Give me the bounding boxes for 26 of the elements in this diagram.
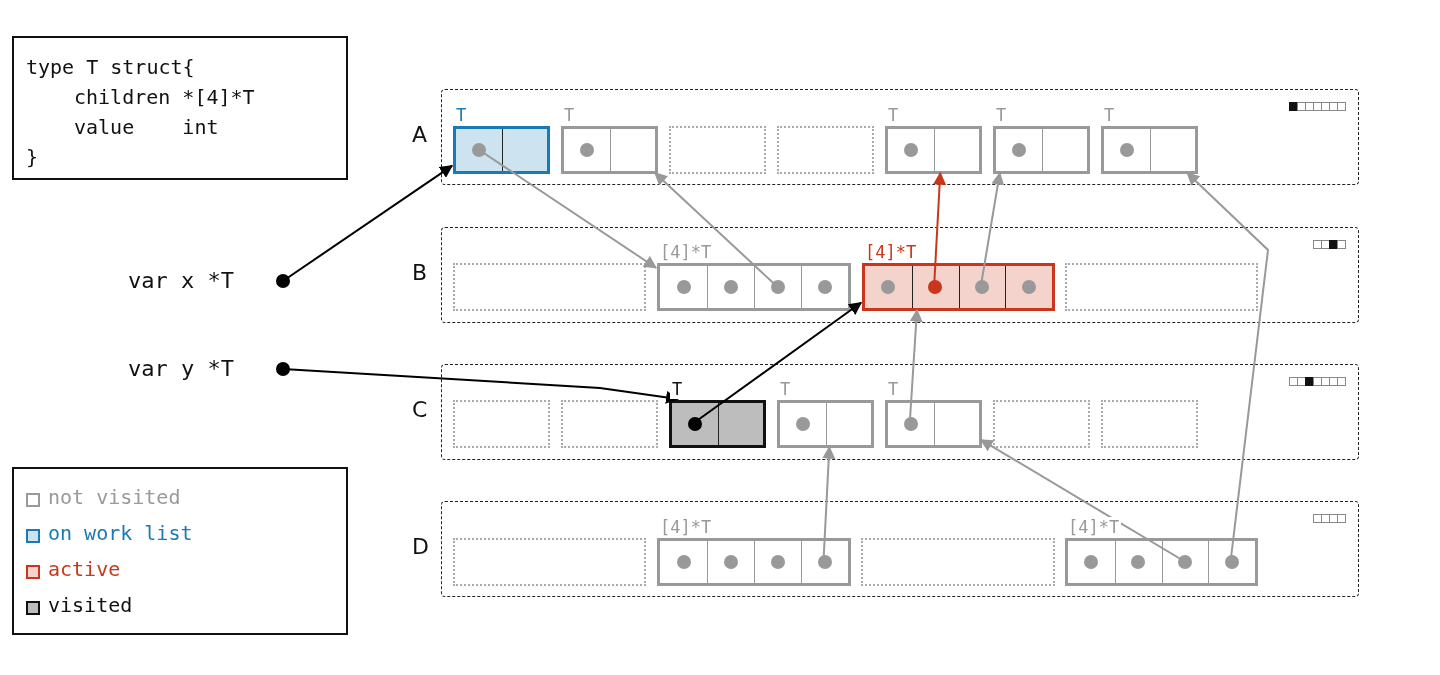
legend-label: active (48, 557, 121, 581)
code-line: value int (73, 114, 220, 141)
legend-label: on work list (48, 521, 193, 545)
code-box (12, 36, 348, 180)
free-slot (453, 400, 550, 448)
legend-label: not visited (48, 485, 181, 509)
span-label: D (412, 534, 429, 559)
free-slot (453, 538, 646, 586)
free-slot (1065, 263, 1258, 311)
span-label: C (412, 397, 428, 422)
free-slot (561, 400, 658, 448)
code-line: type T struct{ (26, 54, 196, 81)
variable-text: var x *T (128, 268, 234, 293)
legend-label: visited (48, 593, 133, 617)
code-line: } (26, 144, 40, 171)
free-slot (1101, 400, 1198, 448)
free-slot (777, 126, 874, 174)
free-slot (993, 400, 1090, 448)
type-label: T (670, 379, 685, 399)
span-label: B (412, 260, 428, 285)
free-slot (453, 263, 646, 311)
variable-text: var y *T (128, 356, 234, 381)
free-slot (861, 538, 1055, 586)
code-line: children *[4]*T (73, 84, 256, 111)
span-label: A (412, 122, 428, 147)
free-slot (669, 126, 766, 174)
